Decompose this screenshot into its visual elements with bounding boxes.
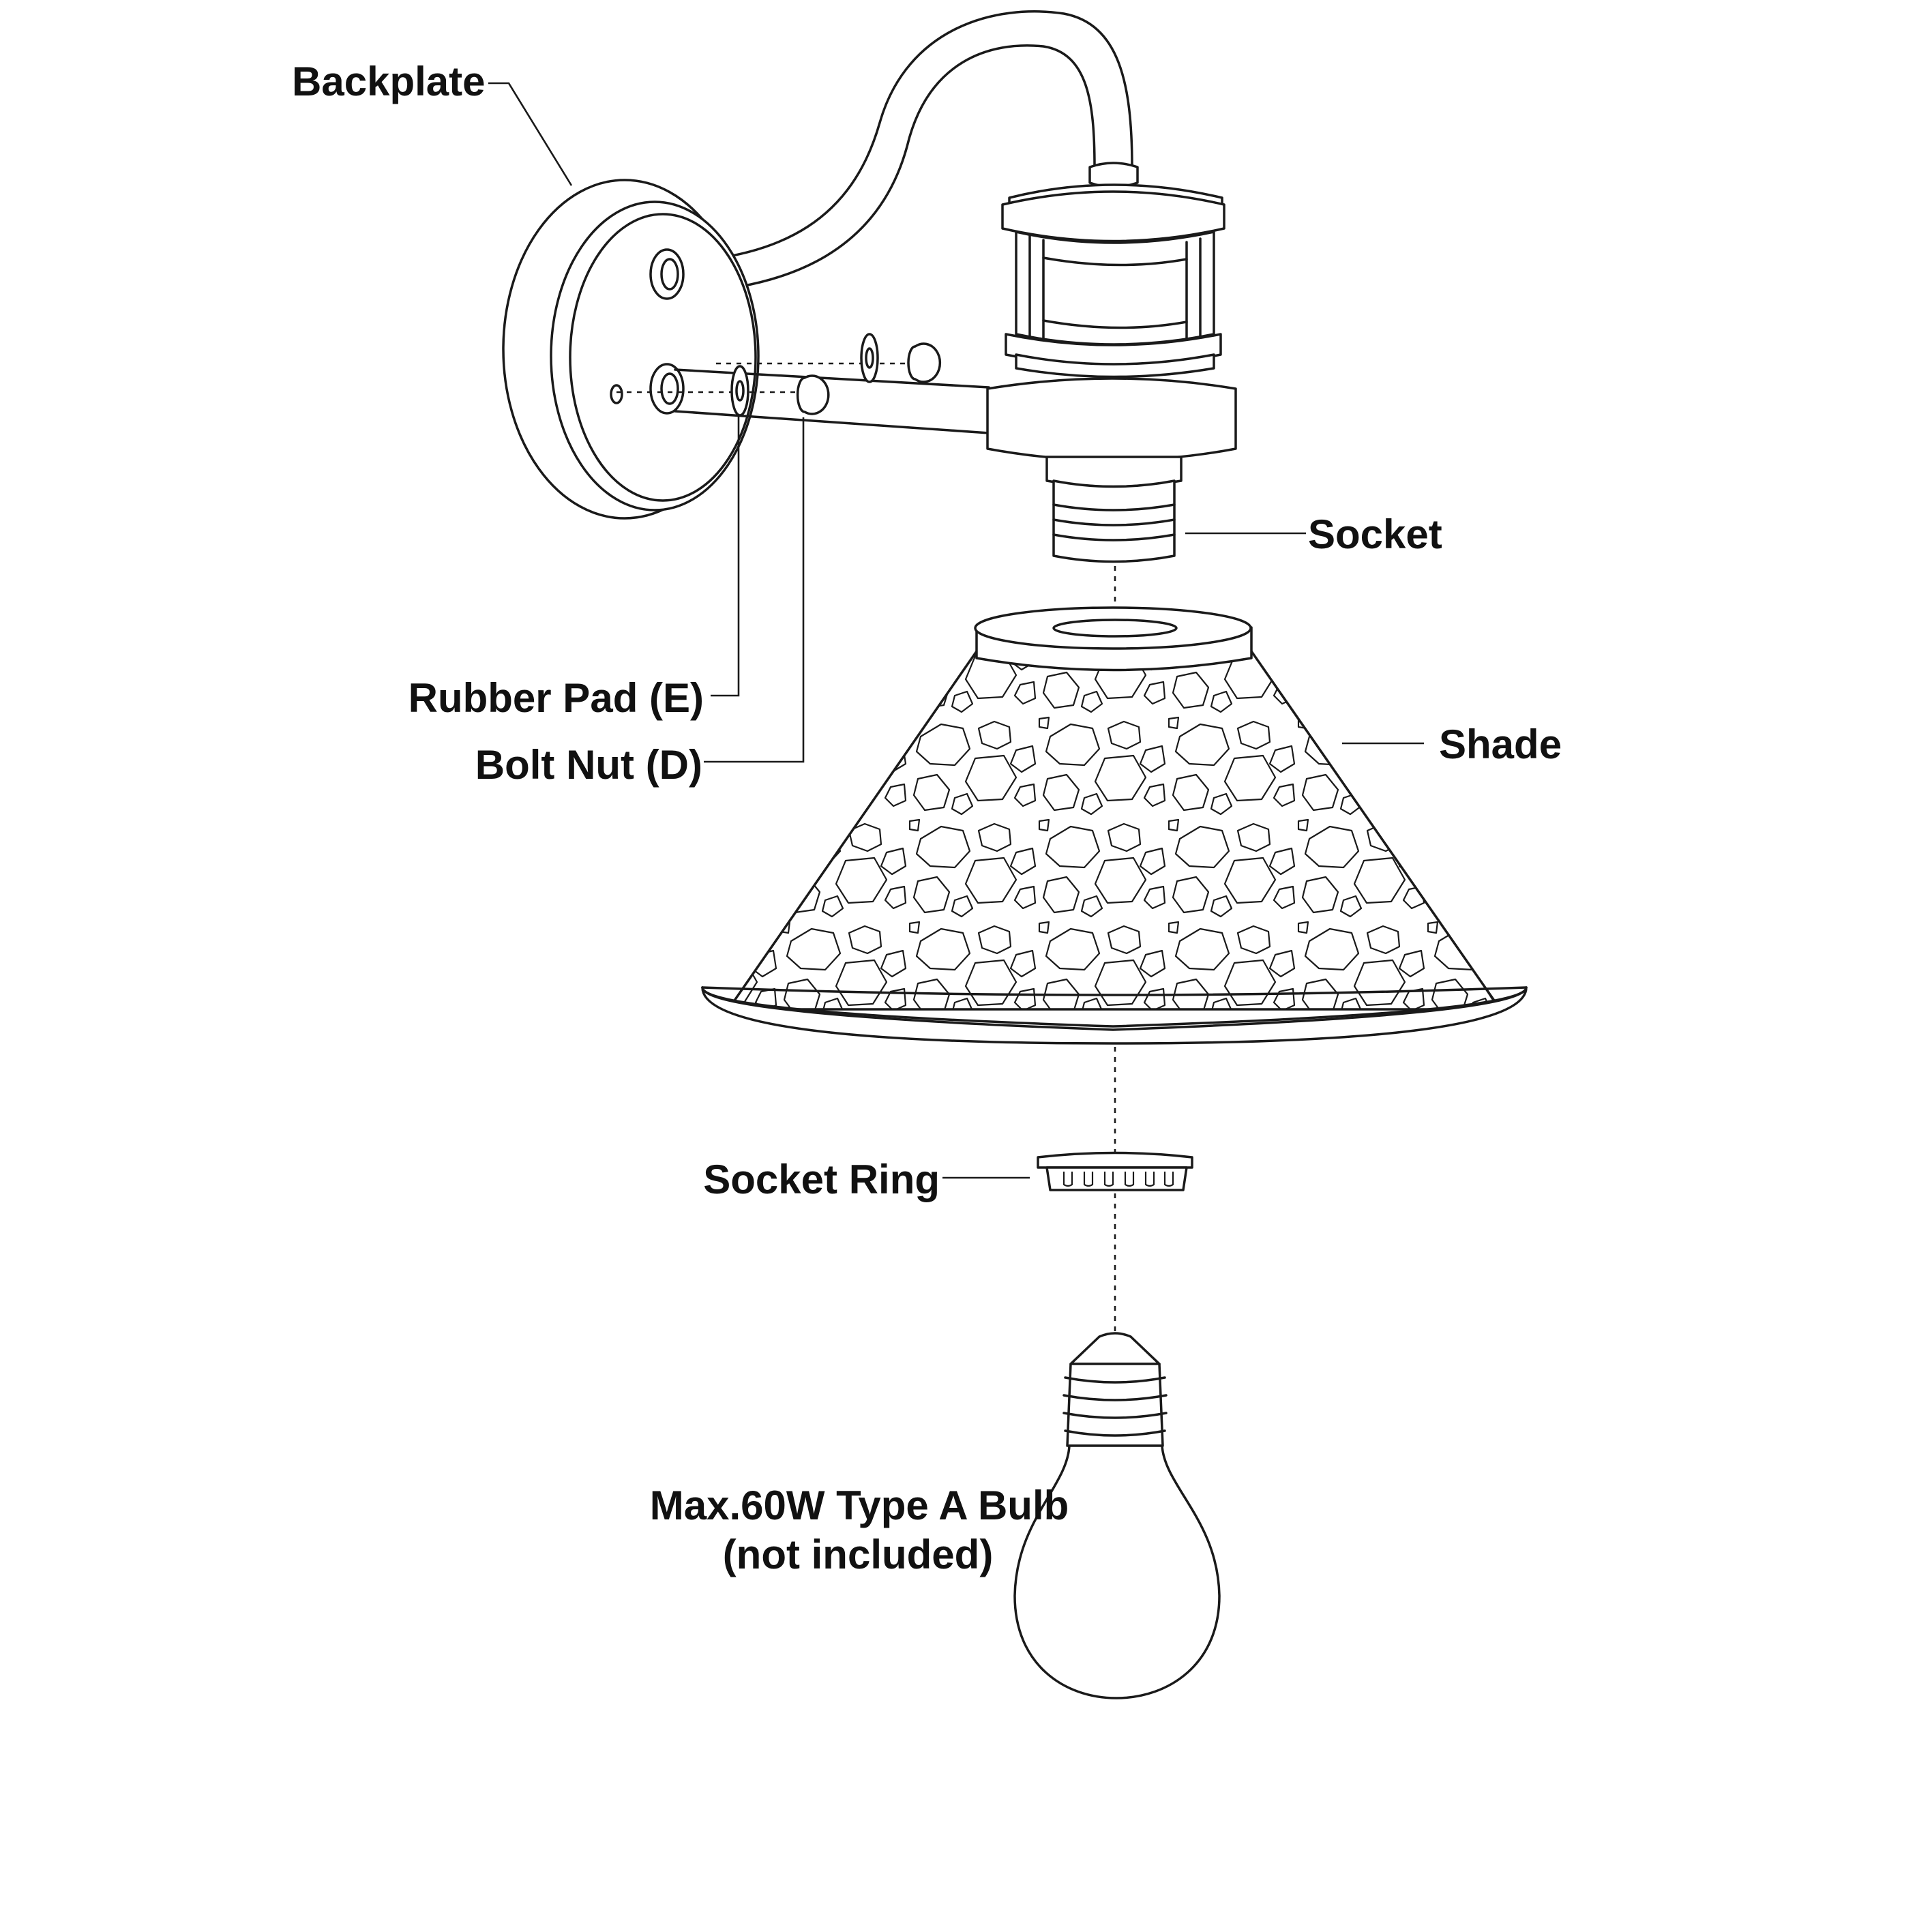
bolt-nut-upper: [907, 342, 942, 383]
bolt-nut-label: Bolt Nut (D): [475, 742, 702, 788]
socket-housing: [986, 183, 1237, 563]
bulb-label-line2: (not included): [723, 1532, 994, 1577]
rubber-pad-upper: [860, 333, 879, 383]
gooseneck-arm: [670, 10, 1139, 295]
bolt-nut-lower: [796, 374, 830, 415]
shade-label: Shade: [1439, 722, 1562, 767]
bolt-nut-leader: [704, 417, 805, 763]
socket-ring: [1037, 1151, 1193, 1191]
shade: [701, 606, 1528, 1045]
backplate: [502, 179, 760, 520]
bulb: [1013, 1332, 1221, 1699]
bulb-label-line1: Max.60W Type A Bulb: [650, 1483, 1069, 1528]
socket-label: Socket: [1308, 511, 1442, 557]
backplate-leader: [488, 82, 573, 186]
socket-ring-label: Socket Ring: [703, 1157, 940, 1202]
rubber-pad-lower: [730, 365, 749, 417]
backplate-label: Backplate: [292, 59, 485, 104]
crossbar: [674, 368, 990, 434]
rubber-pad-leader: [711, 415, 740, 697]
rubber-pad-label: Rubber Pad (E): [408, 675, 704, 721]
